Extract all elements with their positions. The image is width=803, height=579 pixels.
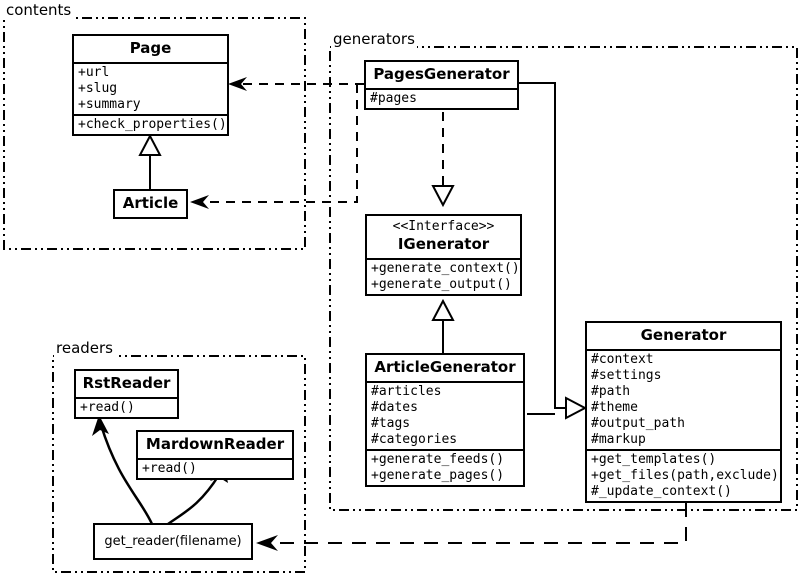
operation: +get_files(path,exclude) xyxy=(591,468,779,483)
class-article[interactable]: Article xyxy=(113,189,188,219)
operation: #_update_context() xyxy=(591,484,732,499)
class-page-operations: +check_properties() xyxy=(74,114,227,134)
operation: +read() xyxy=(142,461,197,476)
operation: +generate_output() xyxy=(371,277,512,292)
edge-pagesgenerator-realizes-igenerator xyxy=(431,112,455,208)
class-pages-generator[interactable]: PagesGenerator #pages xyxy=(364,60,519,110)
function-box-get-reader[interactable]: get_reader(filename) xyxy=(93,523,253,560)
class-igenerator-stereotype: <<Interface>> xyxy=(392,219,495,234)
operation: +read() xyxy=(80,400,135,415)
class-mardown-reader-operations: +read() xyxy=(138,458,292,478)
class-igenerator-title: IGenerator xyxy=(397,235,490,253)
class-article-generator-attributes: #articles #dates #tags #categories xyxy=(367,381,523,449)
attribute: #pages xyxy=(370,91,417,106)
attribute: +url xyxy=(78,65,110,80)
class-generator-attributes: #context #settings #path #theme #output_… xyxy=(587,349,780,449)
package-label-readers: readers xyxy=(54,339,115,357)
class-mardown-reader-title: MardownReader xyxy=(145,435,285,453)
class-igenerator[interactable]: <<Interface>> IGenerator +generate_conte… xyxy=(365,214,522,296)
package-label-contents: contents xyxy=(4,1,74,19)
attribute: #path xyxy=(591,384,631,399)
attribute: #articles xyxy=(371,384,442,399)
attribute: #dates xyxy=(371,400,418,415)
class-page-attributes: +url +slug +summary xyxy=(74,62,227,114)
class-rst-reader-title: RstReader xyxy=(82,374,171,392)
operation: +generate_context() xyxy=(371,261,520,276)
attribute: #markup xyxy=(591,432,646,447)
edge-pagesgenerator-uses-page xyxy=(228,77,364,91)
attribute: #tags xyxy=(371,416,411,431)
class-page[interactable]: Page +url +slug +summary +check_properti… xyxy=(72,34,229,136)
attribute: #context xyxy=(591,352,654,367)
class-generator[interactable]: Generator #context #settings #path #them… xyxy=(585,321,782,503)
class-page-title: Page xyxy=(129,39,172,57)
operation: +check_properties() xyxy=(78,117,227,132)
class-pages-generator-attributes: #pages xyxy=(366,88,517,108)
class-mardown-reader[interactable]: MardownReader +read() xyxy=(136,430,294,480)
class-article-generator-title: ArticleGenerator xyxy=(374,358,516,376)
class-generator-operations: +get_templates() +get_files(path,exclude… xyxy=(587,449,780,501)
class-generator-title: Generator xyxy=(640,326,727,344)
operation: +generate_pages() xyxy=(371,468,505,483)
edge-generators-generalize-generator xyxy=(519,82,588,420)
operation: +generate_feeds() xyxy=(371,452,505,467)
attribute: #settings xyxy=(591,368,662,383)
attribute: #output_path xyxy=(591,416,685,431)
class-pages-generator-title: PagesGenerator xyxy=(373,65,510,83)
class-rst-reader-operations: +read() xyxy=(76,397,177,417)
edge-article-generalizes-page xyxy=(138,133,162,190)
edge-generator-uses-get-reader xyxy=(256,503,687,551)
attribute: +slug xyxy=(78,81,118,96)
attribute: #categories xyxy=(371,432,458,447)
attribute: #theme xyxy=(591,400,638,415)
class-article-generator[interactable]: ArticleGenerator #articles #dates #tags … xyxy=(365,353,525,487)
operation: +get_templates() xyxy=(591,452,717,467)
class-rst-reader[interactable]: RstReader +read() xyxy=(74,369,179,419)
edge-articlegenerator-generalizes-igenerator xyxy=(431,298,455,354)
class-article-title: Article xyxy=(122,194,179,212)
function-box-get-reader-label: get_reader(filename) xyxy=(104,534,242,549)
class-article-generator-operations: +generate_feeds() +generate_pages() xyxy=(367,449,523,485)
class-igenerator-operations: +generate_context() +generate_output() xyxy=(367,258,520,294)
package-label-generators: generators xyxy=(331,30,417,48)
attribute: +summary xyxy=(78,97,141,112)
